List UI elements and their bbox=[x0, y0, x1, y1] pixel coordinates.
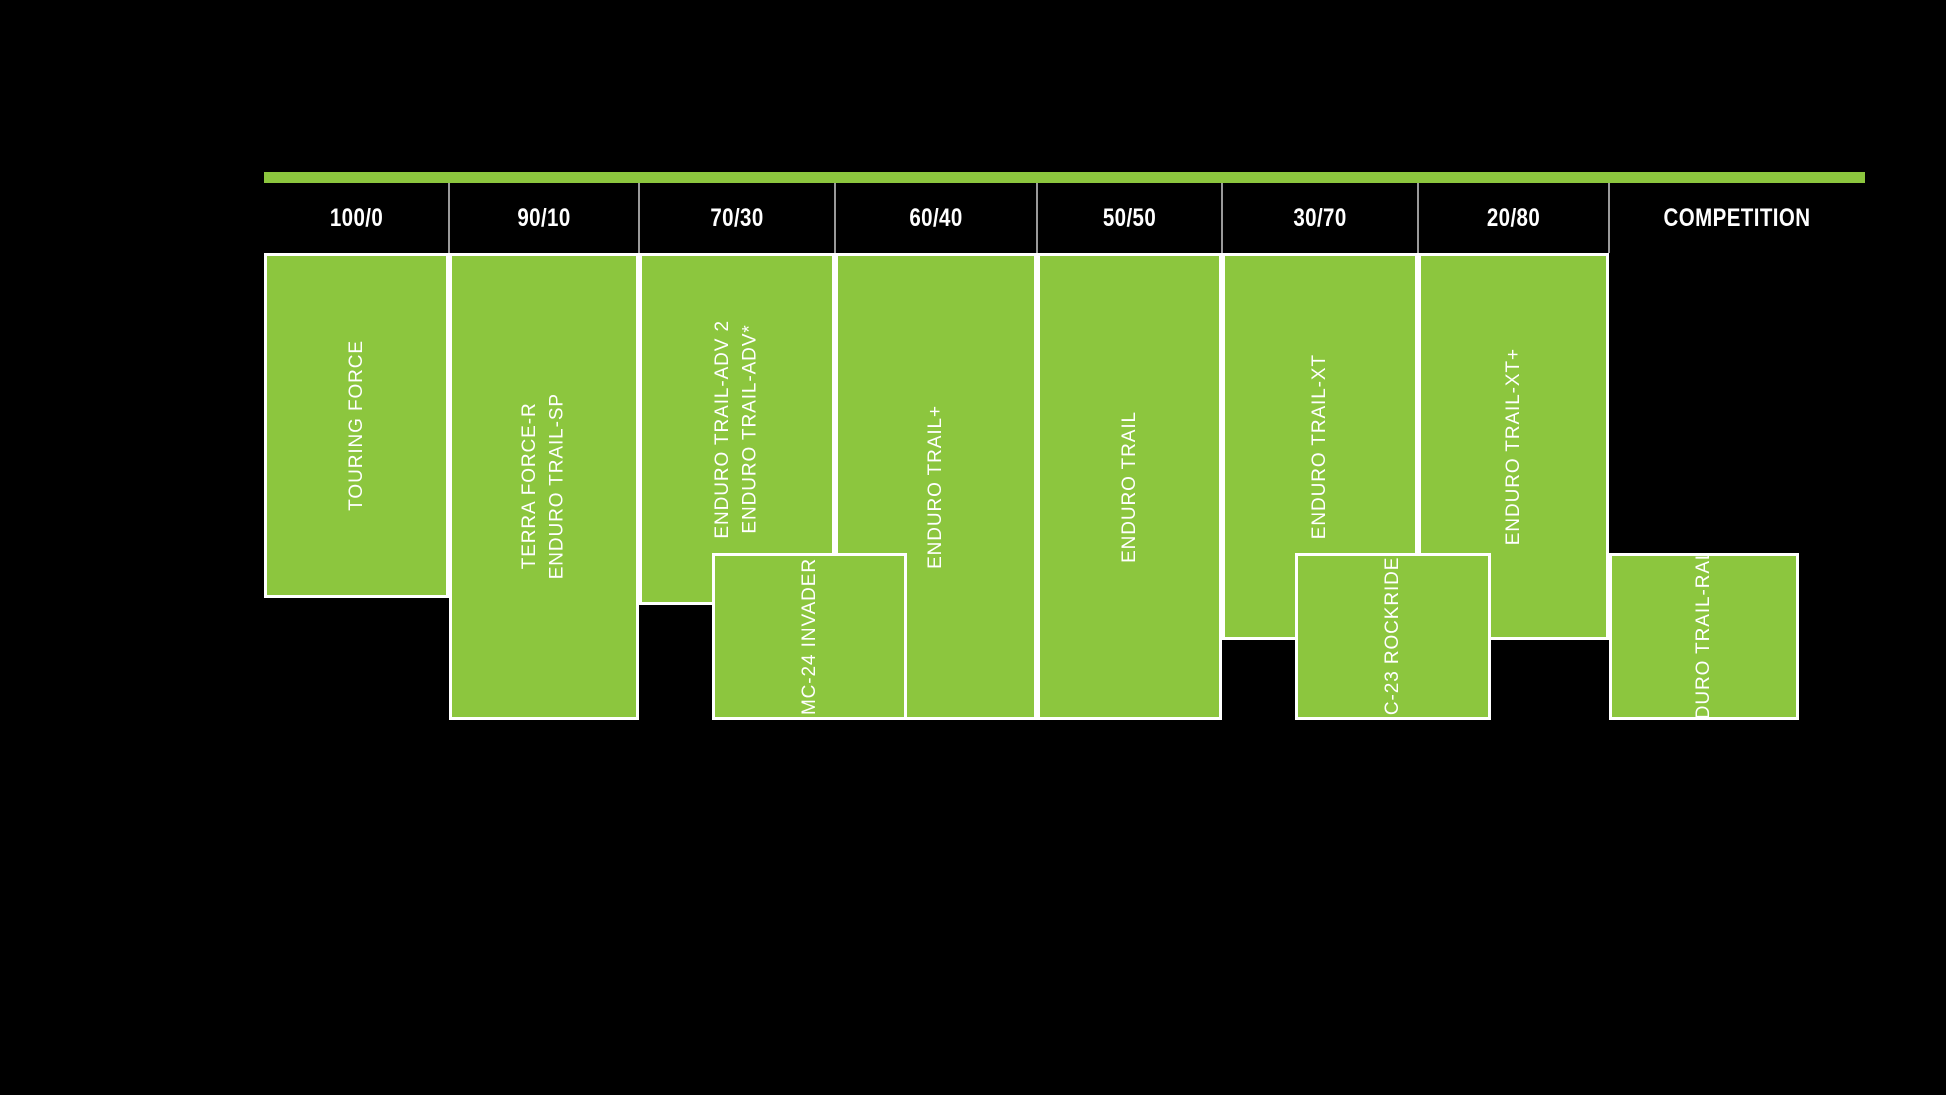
bar-label: MC-24 INVADER bbox=[798, 557, 820, 716]
bar-label: ENDURO TRAIL bbox=[1118, 410, 1140, 563]
header-cell-competition[interactable]: COMPETITION bbox=[1663, 203, 1811, 232]
top-accent-rule bbox=[264, 172, 1865, 183]
bar-label-wrap: ENDURO TRAIL-RALLY bbox=[1612, 556, 1796, 717]
bar-mc-23-rockrider[interactable]: MC-23 ROCKRIDER bbox=[1295, 553, 1491, 720]
header-divider bbox=[1417, 183, 1419, 253]
header-divider bbox=[448, 183, 450, 253]
header-divider bbox=[1608, 183, 1610, 253]
header-cell-50-50[interactable]: 50/50 bbox=[1102, 203, 1157, 232]
bar-label-wrap: ENDURO TRAIL-ADV 2 ENDURO TRAIL-ADV* bbox=[642, 256, 832, 602]
bar-label: ENDURO TRAIL-XT bbox=[1309, 353, 1330, 540]
bar-label: TERRA FORCE-R ENDURO TRAIL-SP bbox=[519, 393, 568, 580]
bar-label-wrap: TERRA FORCE-R ENDURO TRAIL-SP bbox=[452, 256, 636, 717]
bar-label-wrap: ENDURO TRAIL bbox=[1040, 256, 1219, 717]
bar-label-wrap: MC-24 INVADER bbox=[715, 556, 904, 717]
bar-label-wrap: MC-23 ROCKRIDER bbox=[1298, 556, 1488, 717]
bar-label: ENDURO TRAIL-ADV 2 ENDURO TRAIL-ADV* bbox=[712, 319, 761, 539]
bar-touring-force[interactable]: TOURING FORCE bbox=[264, 253, 449, 598]
bar-mc-24-invader[interactable]: MC-24 INVADER bbox=[712, 553, 907, 720]
header-cell-90-10[interactable]: 90/10 bbox=[517, 203, 571, 232]
category-header-band: 100/0 90/10 70/30 60/40 50/50 30/70 20/80 COMPE… bbox=[264, 183, 1865, 253]
bars-plot-area: TOURING FORCE TERRA FORCE-R ENDURO TRAIL-… bbox=[264, 253, 1865, 900]
header-cell-20-80[interactable]: 20/80 bbox=[1486, 203, 1541, 232]
bar-label: ENDURO TRAIL+ bbox=[925, 404, 946, 569]
bar-enduro-trail-rally[interactable]: ENDURO TRAIL-RALLY bbox=[1609, 553, 1799, 720]
bar-enduro-trail-adv2[interactable]: ENDURO TRAIL-ADV 2 ENDURO TRAIL-ADV* bbox=[639, 253, 835, 605]
header-divider bbox=[1221, 183, 1223, 253]
header-cell-60-40[interactable]: 60/40 bbox=[909, 203, 963, 232]
bar-terra-force-r[interactable]: TERRA FORCE-R ENDURO TRAIL-SP bbox=[449, 253, 639, 720]
header-cell-30-70[interactable]: 30/70 bbox=[1293, 203, 1347, 232]
header-cell-100-0[interactable]: 100/0 bbox=[329, 203, 384, 232]
bar-label: MC-23 ROCKRIDER bbox=[1382, 553, 1403, 720]
header-divider bbox=[1036, 183, 1038, 253]
header-divider bbox=[638, 183, 640, 253]
bar-label: TOURING FORCE bbox=[345, 340, 367, 511]
bar-enduro-trail[interactable]: ENDURO TRAIL bbox=[1037, 253, 1222, 720]
bar-label: ENDURO TRAIL-XT+ bbox=[1502, 347, 1524, 546]
header-divider bbox=[834, 183, 836, 253]
bar-label-wrap: TOURING FORCE bbox=[267, 256, 446, 595]
bar-label: ENDURO TRAIL-RALLY bbox=[1693, 553, 1714, 720]
header-cell-70-30[interactable]: 70/30 bbox=[710, 203, 764, 232]
